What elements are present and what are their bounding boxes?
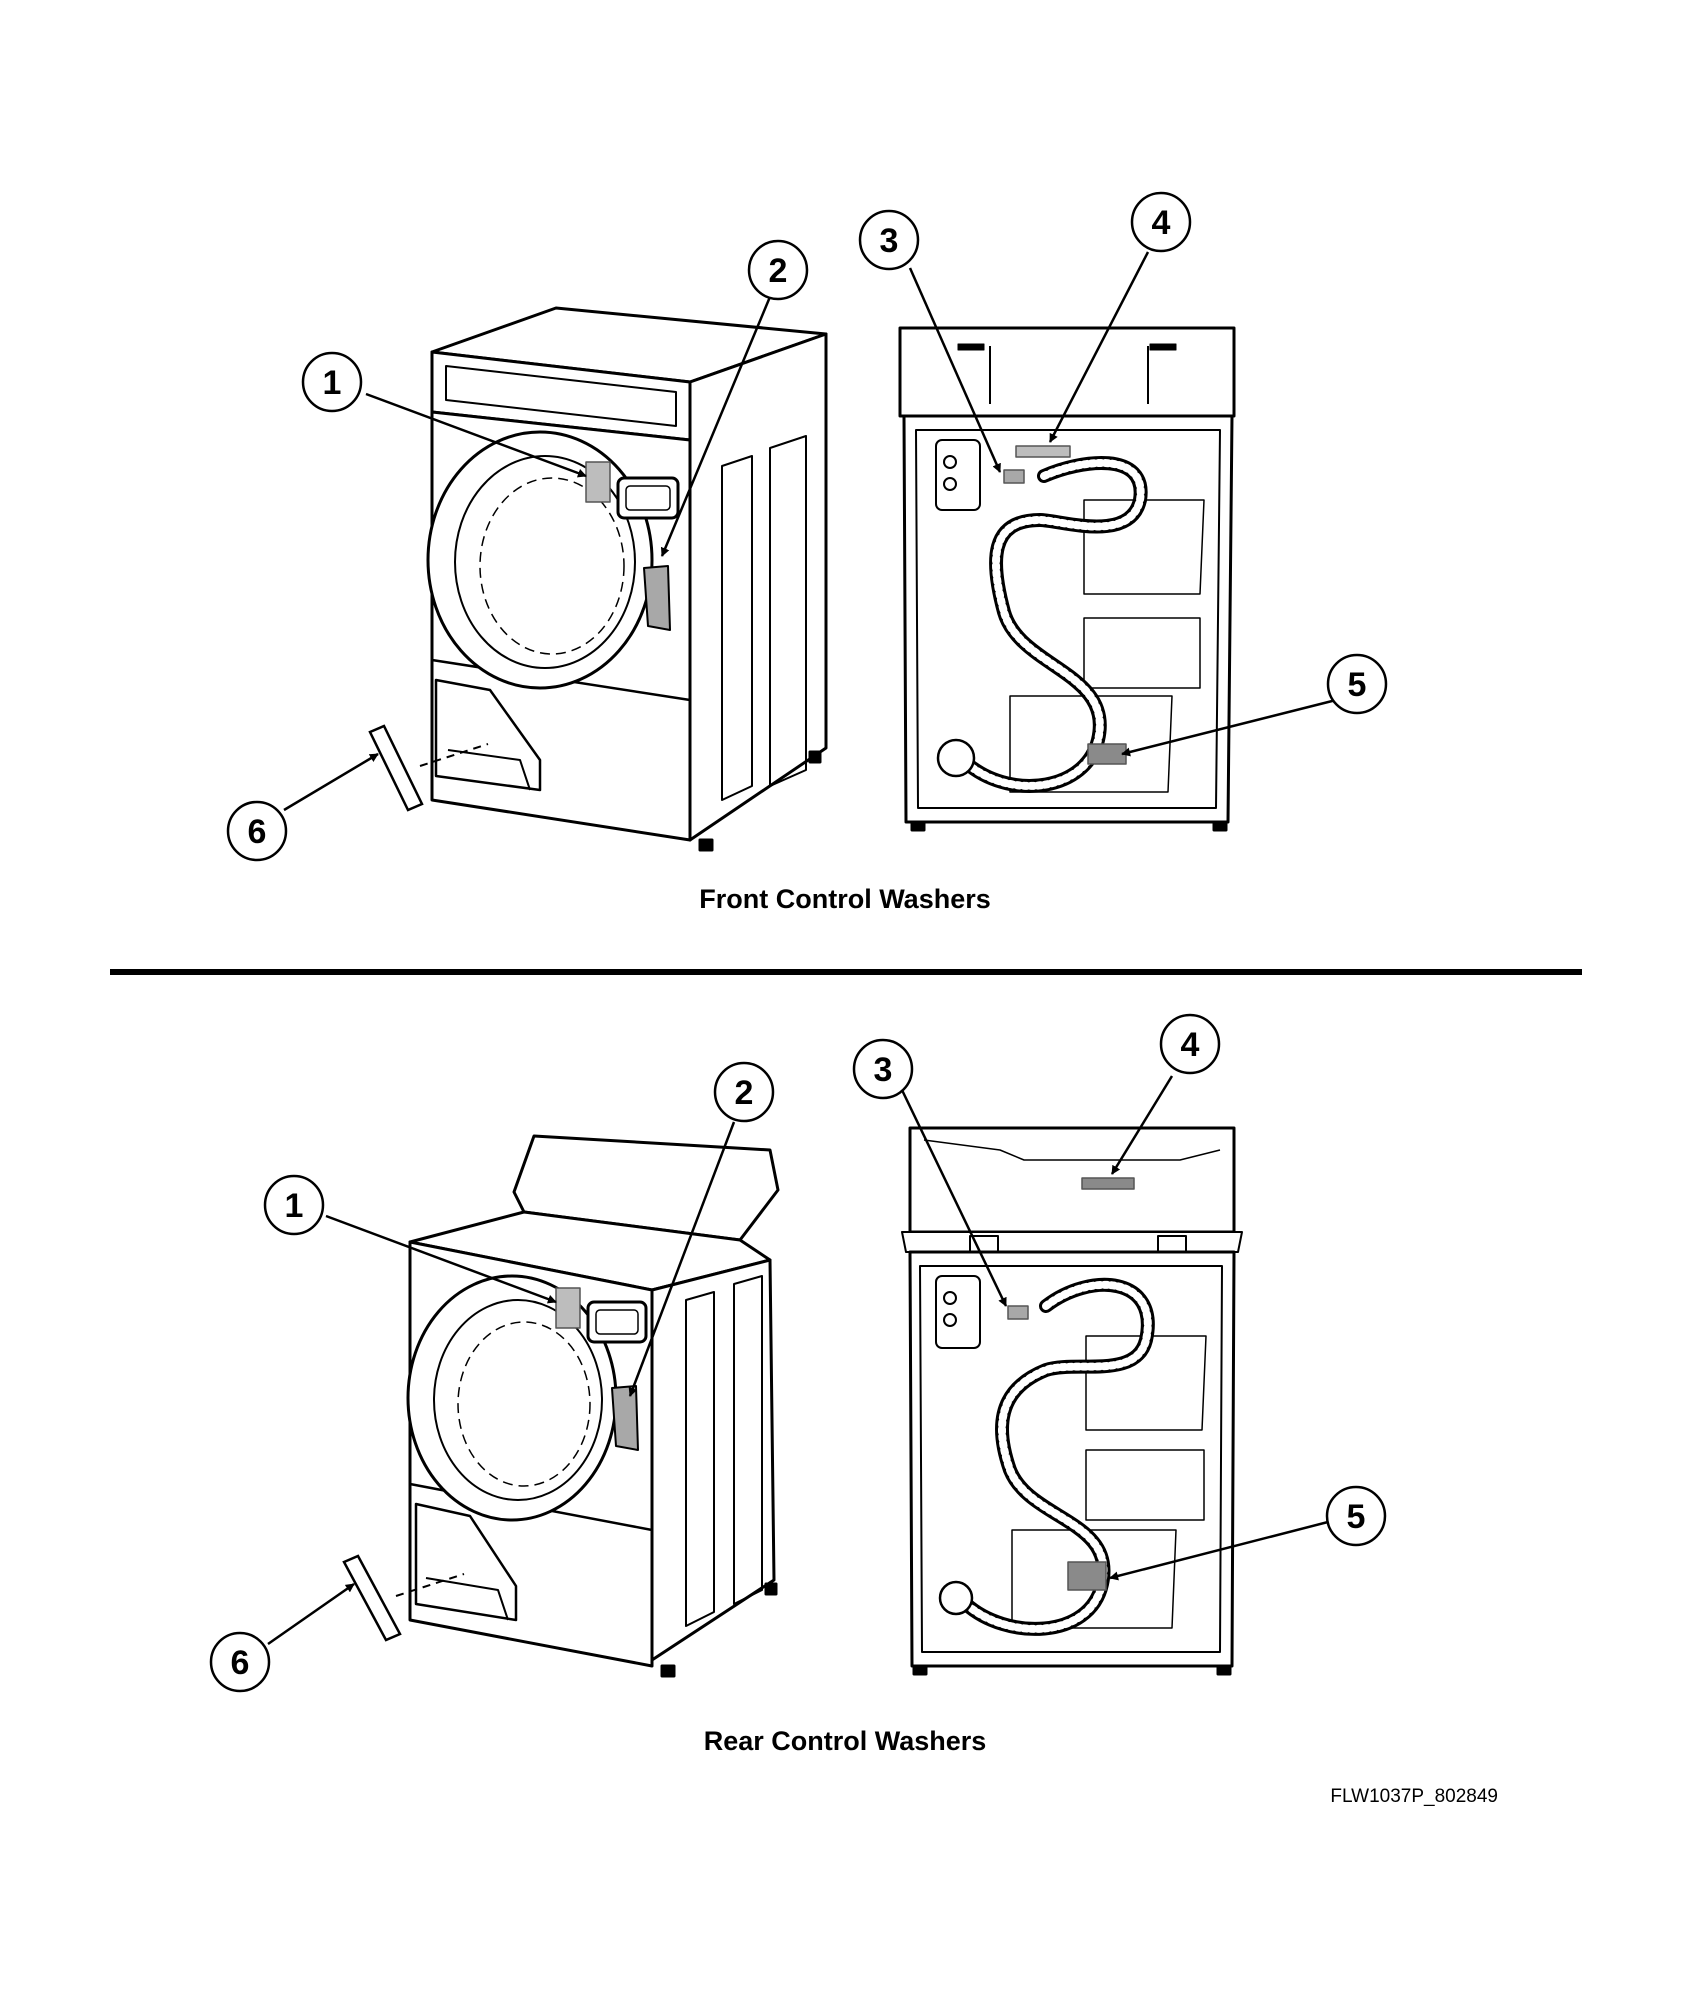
svg-text:5: 5 bbox=[1347, 1498, 1366, 1536]
svg-text:3: 3 bbox=[880, 222, 899, 260]
rear-callout-leaders bbox=[267, 1075, 1329, 1646]
rear-control-washer-front-view bbox=[406, 1134, 780, 1678]
callout-rear-2: 2 bbox=[713, 1061, 775, 1123]
front-control-washers-title: Front Control Washers bbox=[699, 884, 991, 914]
svg-text:1: 1 bbox=[285, 1187, 304, 1225]
label-6-bar-rear bbox=[342, 1554, 402, 1642]
label-6-bar-front bbox=[368, 724, 424, 812]
svg-text:6: 6 bbox=[248, 813, 267, 851]
svg-text:6: 6 bbox=[231, 1644, 250, 1682]
svg-text:4: 4 bbox=[1152, 204, 1171, 242]
svg-text:1: 1 bbox=[323, 364, 342, 402]
svg-text:5: 5 bbox=[1348, 666, 1367, 704]
callout-rear-4: 4 bbox=[1159, 1013, 1221, 1075]
rear-control-washer-rear-view bbox=[901, 1126, 1243, 1676]
callout-rear-5: 5 bbox=[1325, 1485, 1387, 1547]
callout-front-5: 5 bbox=[1326, 653, 1388, 715]
front-callout-leaders bbox=[283, 251, 1353, 812]
front-control-washer-rear-view bbox=[898, 326, 1236, 832]
front-control-washer-front-view bbox=[426, 306, 828, 852]
callout-rear-6: 6 bbox=[209, 1631, 271, 1693]
callout-front-3: 3 bbox=[858, 209, 920, 271]
svg-text:2: 2 bbox=[735, 1074, 754, 1112]
figure-id: FLW1037P_802849 bbox=[1330, 1786, 1498, 1807]
callout-front-4: 4 bbox=[1130, 191, 1192, 253]
svg-text:2: 2 bbox=[769, 252, 788, 290]
callout-rear-3: 3 bbox=[852, 1038, 914, 1100]
callout-rear-1: 1 bbox=[263, 1174, 325, 1236]
callout-front-1: 1 bbox=[301, 351, 363, 413]
callout-front-6: 6 bbox=[226, 800, 288, 862]
svg-text:3: 3 bbox=[874, 1051, 893, 1089]
rear-control-washers-title: Rear Control Washers bbox=[703, 1726, 987, 1756]
callout-front-2: 2 bbox=[747, 239, 809, 301]
svg-text:4: 4 bbox=[1181, 1026, 1200, 1064]
